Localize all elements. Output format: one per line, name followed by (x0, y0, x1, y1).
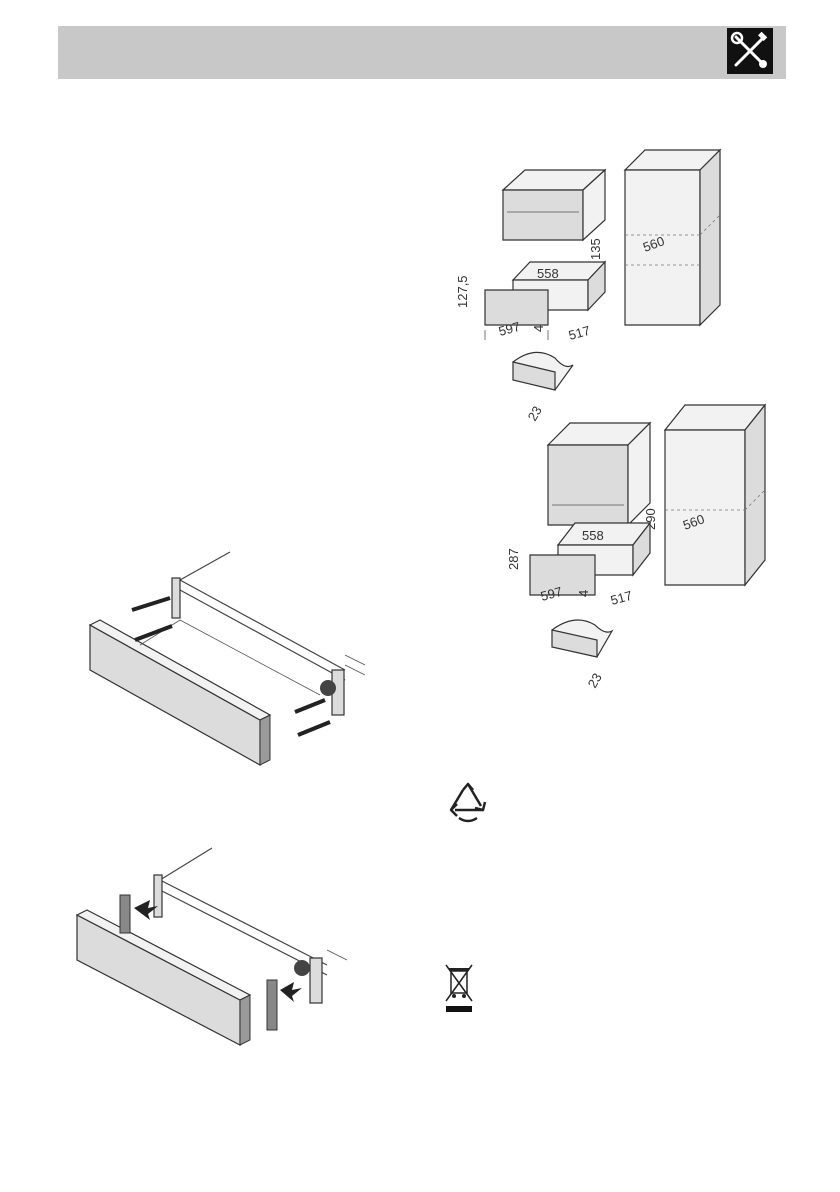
dim-135: 135 (588, 238, 603, 260)
adjuster-knob (294, 960, 310, 976)
header-bar (58, 26, 786, 79)
dim-4: 4 (576, 590, 591, 597)
weee-bin-icon (443, 963, 475, 1013)
front-panel-bottom: 23 (552, 620, 612, 690)
tall-column-top: 560 (625, 150, 720, 325)
dim-517: 517 (567, 323, 592, 343)
installation-diagram-top: 560 558 135 127,5 597 4 517 23 (445, 140, 745, 425)
dim-23: 23 (585, 670, 605, 690)
oven-box-bottom (548, 423, 650, 525)
tall-column-bottom: 560 290 (643, 405, 765, 585)
installation-diagram-bottom: 560 290 558 287 597 4 517 23 (500, 395, 800, 695)
dim-4: 4 (531, 325, 546, 332)
left-bracket (172, 578, 180, 618)
dim-558: 558 (582, 528, 604, 543)
dim-127-5: 127,5 (455, 275, 470, 308)
tools-icon (727, 28, 773, 74)
left-bracket (154, 875, 162, 917)
drawer-cavity-top: 558 135 127,5 597 4 517 (455, 238, 605, 343)
drawer-spacer-mounting (72, 840, 372, 1060)
drawer-cavity-bottom: 558 287 597 4 517 (506, 523, 650, 608)
adjuster-knob (320, 680, 336, 696)
drawer-screw-mounting (80, 550, 380, 770)
dim-558: 558 (537, 266, 559, 281)
right-bracket (310, 958, 322, 1003)
spacer-strip-right (267, 980, 277, 1030)
dim-517: 517 (609, 588, 634, 608)
recycle-icon (445, 782, 491, 826)
oven-box-top (503, 170, 605, 240)
dim-287: 287 (506, 548, 521, 570)
arrow-icon (280, 982, 302, 1002)
spacer-strip-left (120, 895, 130, 933)
